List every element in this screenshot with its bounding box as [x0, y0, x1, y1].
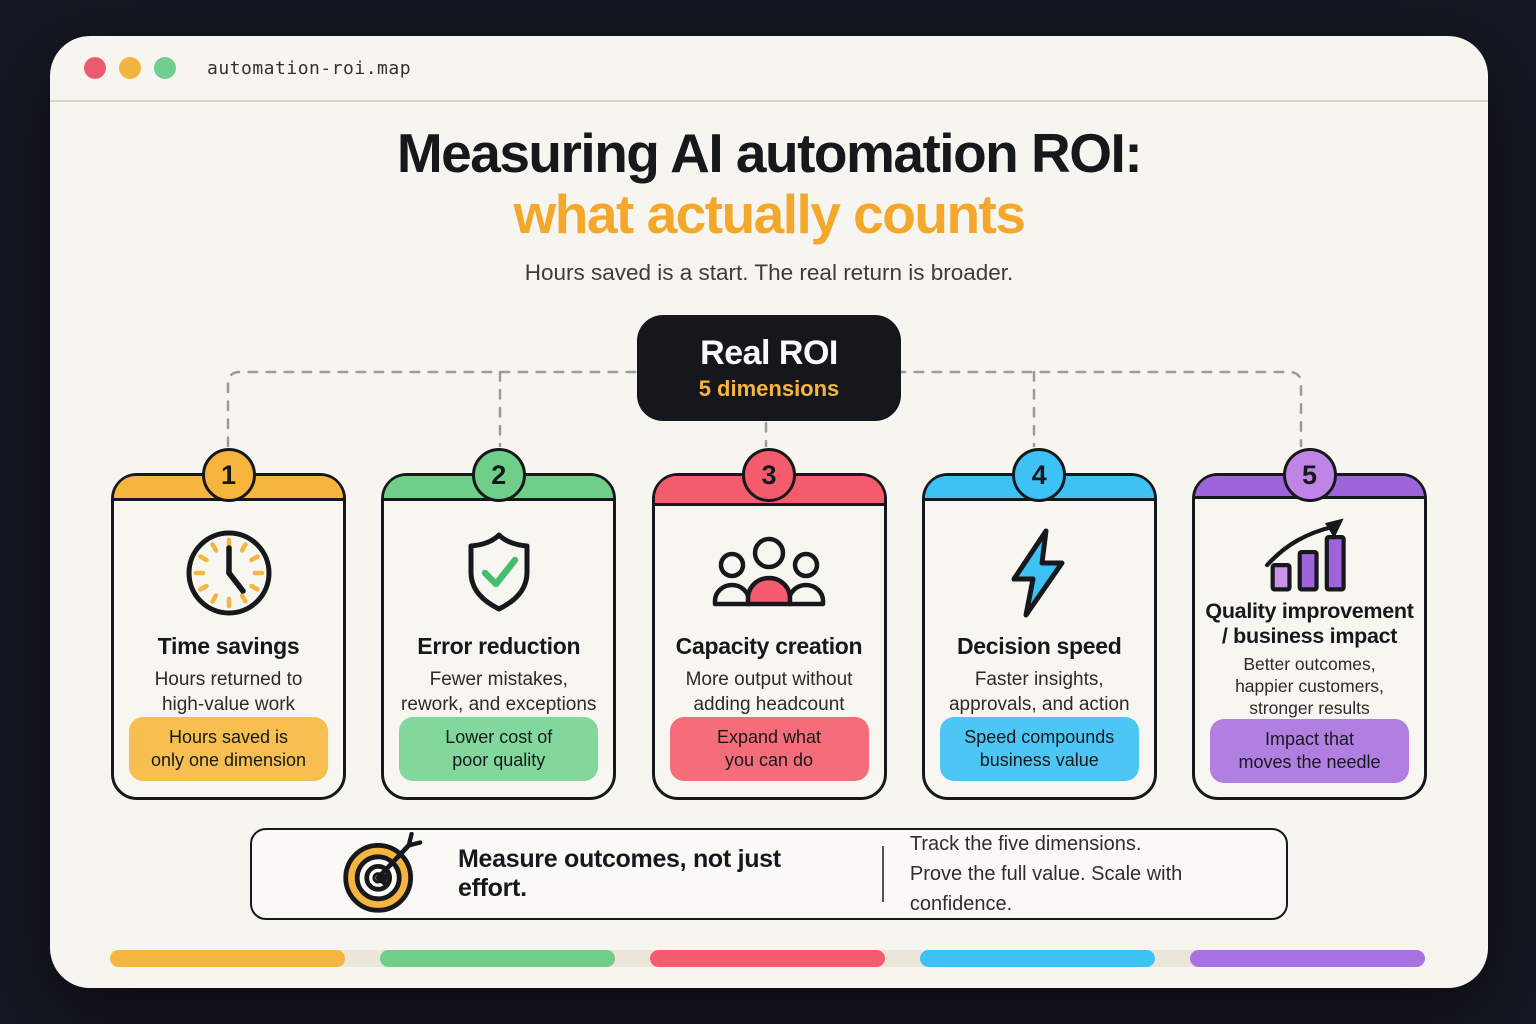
page-subtitle: Hours saved is a start. The real return … — [524, 259, 1014, 285]
root-node: Real ROI 5 dimensions — [637, 315, 901, 421]
card-description: Fewer mistakes, rework, and exceptions — [401, 668, 597, 715]
dimension-cards-row: 1 Time savings H — [111, 448, 1427, 800]
app-window: automation-roi.map Measuring AI automati… — [50, 36, 1488, 988]
card-title: Capacity creation — [675, 632, 863, 659]
footer-segment-red — [650, 950, 885, 967]
card-takeaway-pill: Lower cost of poor quality — [399, 717, 599, 781]
card-description: Better outcomes, happier customers, stro… — [1235, 654, 1384, 718]
card-takeaway-pill: Speed compounds business value — [939, 717, 1139, 781]
card-description: More output without adding headcount — [685, 668, 853, 715]
card-title: Decision speed — [956, 632, 1122, 659]
card-description: Faster insights, approvals, and action — [948, 668, 1130, 715]
footer-segment-blue — [920, 950, 1155, 967]
note-line-1: Track the five dimensions. — [909, 833, 1142, 855]
shield-check-icon — [384, 525, 613, 621]
footer-segment-yellow — [110, 950, 345, 967]
clock-icon — [114, 525, 343, 621]
note-headline: Measure outcomes, not just effort. — [458, 845, 781, 902]
card-takeaway-pill: Impact that moves the needle — [1210, 719, 1409, 783]
note-line-2: Prove the full value. Scale with confide… — [909, 863, 1183, 915]
card-capacity-creation: 3 Capacity creation More output without … — [651, 448, 887, 800]
footer-segment-green — [380, 950, 615, 967]
card-error-reduction: 2 Error reduction Fewer mistakes, rework… — [381, 448, 617, 800]
footer-segment-purple — [1190, 950, 1425, 967]
connector-dashed-lines — [226, 370, 1303, 448]
card-time-savings: 1 Time savings H — [111, 448, 346, 800]
card-quality-improvement: 5 Quality improvement / business impact … — [1192, 448, 1427, 800]
card-takeaway-pill: Expand what you can do — [669, 717, 869, 781]
root-node-title: Real ROI — [700, 334, 838, 372]
summary-note: Measure outcomes, not just effort. Track… — [250, 828, 1288, 920]
card-title: Quality improvement / business impact — [1205, 599, 1414, 648]
card-number-badge: 2 — [471, 448, 526, 502]
root-node-badge: 5 dimensions — [698, 376, 840, 401]
card-takeaway-pill: Hours saved is only one dimension — [129, 717, 328, 781]
card-description: Hours returned to high-value work — [154, 668, 303, 715]
card-decision-speed: 4 Decision speed Faster insights, approv… — [921, 448, 1157, 800]
card-title: Time savings — [157, 632, 300, 659]
page-title: Measuring AI automation ROI: — [396, 122, 1143, 184]
zoom-window-icon[interactable] — [154, 57, 176, 79]
page-header: Measuring AI automation ROI: what actual… — [50, 124, 1488, 286]
footer-color-bar — [110, 950, 1425, 967]
card-number-badge: 4 — [1012, 448, 1067, 502]
card-number-badge: 5 — [1282, 448, 1337, 502]
close-window-icon[interactable] — [84, 57, 106, 79]
window-titlebar: automation-roi.map — [50, 36, 1488, 102]
lightning-icon — [925, 525, 1154, 621]
minimize-window-icon[interactable] — [119, 57, 141, 79]
bar-chart-icon — [1195, 513, 1424, 593]
card-number-badge: 1 — [201, 448, 256, 502]
note-detail: Track the five dimensions. Prove the ful… — [910, 829, 1286, 919]
card-title: Error reduction — [417, 632, 581, 659]
window-filename: automation-roi.map — [207, 57, 412, 79]
page-title-highlight: what actually counts — [513, 183, 1026, 246]
note-divider — [881, 846, 884, 902]
card-number-badge: 3 — [742, 448, 796, 502]
people-icon — [655, 530, 884, 621]
target-icon — [340, 832, 424, 916]
